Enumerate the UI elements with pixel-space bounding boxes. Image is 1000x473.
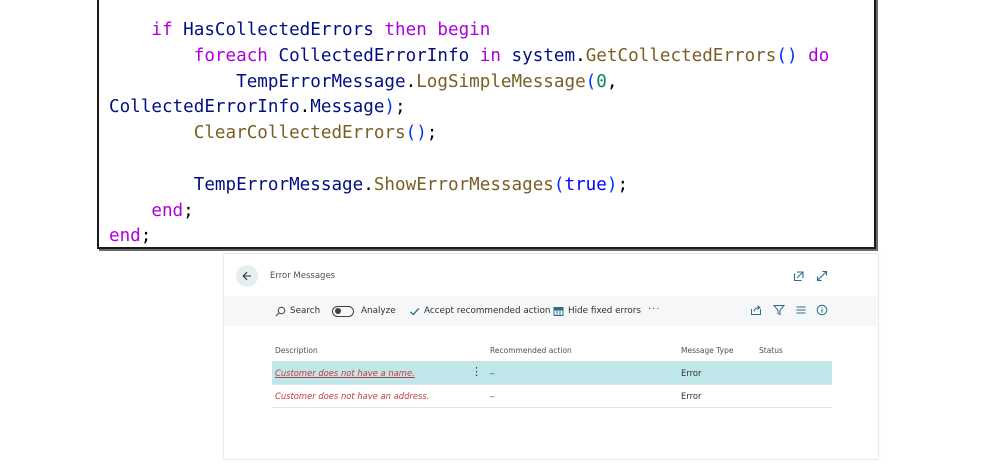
code-token: TempErrorMessage — [236, 71, 406, 92]
code-token: foreach — [193, 45, 268, 66]
code-token: begin — [437, 20, 491, 40]
code-token — [109, 20, 151, 40]
code-token: ; — [395, 97, 406, 118]
code-token: . — [575, 45, 586, 66]
code-token: end — [151, 200, 184, 221]
code-token: () — [776, 45, 798, 66]
code-token: . — [363, 174, 374, 195]
back-button[interactable] — [236, 265, 258, 287]
description-cell[interactable]: Customer does not have a name. — [275, 368, 415, 378]
code-token: () — [405, 123, 427, 144]
search-action[interactable]: Search — [275, 304, 320, 318]
code-token — [798, 46, 809, 66]
pop-out-icon[interactable] — [792, 269, 806, 283]
toggle-switch[interactable] — [332, 305, 354, 317]
code-token — [501, 46, 512, 66]
code-token: TempErrorMessage — [193, 174, 364, 195]
list-icon[interactable] — [795, 304, 807, 316]
code-token: CollectedErrorInfo — [109, 97, 300, 118]
code-token: , — [606, 71, 618, 92]
code-token: ) — [606, 174, 618, 195]
code-token: end — [109, 226, 141, 247]
checkmark-icon — [410, 307, 420, 315]
code-line: CollectedErrorInfo.Message); — [109, 95, 829, 121]
recommended-action-cell[interactable]: _ — [490, 388, 495, 398]
column-header-description[interactable]: Description — [275, 346, 318, 355]
info-icon[interactable] — [816, 304, 828, 316]
code-token — [268, 46, 279, 66]
hide-fixed-errors-button[interactable]: Hide fixed errors — [553, 304, 641, 318]
code-snippet-panel: if HasCollectedErrors then begin foreach… — [97, 0, 876, 249]
code-line: end; — [109, 199, 829, 225]
code-token: do — [808, 45, 830, 66]
code-token — [109, 46, 194, 66]
code-token — [469, 46, 480, 66]
error-messages-table: Description Recommended action Message T… — [272, 342, 832, 408]
code-token: GetCollectedErrors — [585, 45, 777, 66]
row-actions-icon[interactable]: ⋮ — [471, 365, 482, 378]
code-token: then — [384, 20, 427, 40]
more-options-button[interactable]: ··· — [648, 303, 661, 315]
code-line: TempErrorMessage.ShowErrorMessages(true)… — [109, 173, 829, 199]
analyze-toggle[interactable]: Analyze — [332, 304, 396, 318]
code-token: ( — [553, 174, 565, 195]
code-token: 0 — [596, 71, 607, 92]
share-icon[interactable] — [750, 304, 762, 316]
description-cell[interactable]: Customer does not have an address. — [275, 391, 430, 401]
back-arrow-icon — [242, 271, 251, 281]
code-token — [427, 20, 438, 40]
message-type-cell: Error — [681, 368, 702, 378]
table-header: Description Recommended action Message T… — [272, 342, 832, 362]
code-token: in — [479, 45, 501, 66]
code-token: true — [564, 174, 607, 195]
code-token — [374, 20, 385, 40]
code-line: foreach CollectedErrorInfo in system.Get… — [109, 44, 830, 70]
expand-icon[interactable] — [815, 269, 829, 283]
code-token: . — [299, 97, 311, 118]
code-token: Message — [310, 97, 385, 118]
column-header-status[interactable]: Status — [759, 346, 783, 355]
code-token: ; — [183, 200, 194, 221]
table-row[interactable]: Customer does not have a name. ⋮ _ Error — [272, 362, 832, 385]
recommended-action-cell[interactable]: _ — [490, 365, 495, 375]
table-row[interactable]: Customer does not have an address. _ Err… — [272, 385, 832, 408]
code-token — [109, 175, 194, 195]
code-token — [173, 20, 184, 40]
code-token: ) — [384, 97, 396, 118]
code-token: HasCollectedErrors — [183, 20, 374, 40]
code-token: . — [405, 71, 417, 92]
code-line: ClearCollectedErrors(); — [109, 121, 829, 147]
code-line — [109, 147, 829, 173]
page-header: Error Messages — [224, 254, 878, 296]
code-token — [109, 123, 194, 143]
code-block: if HasCollectedErrors then begin foreach… — [109, 18, 829, 250]
code-token: LogSimpleMessage — [416, 71, 586, 92]
code-token: ShowErrorMessages — [373, 174, 554, 195]
accept-recommended-action-button[interactable]: Accept recommended action — [409, 304, 550, 318]
code-token: ; — [140, 226, 152, 247]
code-token: if — [151, 20, 173, 40]
code-token: ClearCollectedErrors — [193, 123, 406, 144]
code-line: if HasCollectedErrors then begin — [109, 18, 829, 44]
code-token: ( — [585, 71, 597, 92]
code-line: TempErrorMessage.LogSimpleMessage(0, — [109, 70, 829, 96]
code-token: system — [511, 45, 576, 66]
code-line: end; — [109, 224, 829, 250]
page-title: Error Messages — [270, 271, 336, 281]
message-type-cell: Error — [681, 391, 702, 401]
code-token: ; — [426, 123, 438, 144]
code-token — [109, 72, 236, 92]
filter-icon[interactable] — [773, 304, 785, 316]
code-token: CollectedErrorInfo — [278, 45, 470, 66]
action-bar: Search Analyze Accept recommended action… — [224, 296, 878, 326]
code-token: ; — [617, 174, 629, 195]
hide-fixed-icon — [553, 306, 564, 316]
error-messages-window: Error Messages Search Analyze Accept rec… — [224, 254, 878, 459]
column-header-message-type[interactable]: Message Type — [681, 346, 734, 355]
search-icon — [275, 306, 286, 316]
code-token — [109, 201, 151, 221]
column-header-recommended-action[interactable]: Recommended action — [490, 346, 572, 355]
